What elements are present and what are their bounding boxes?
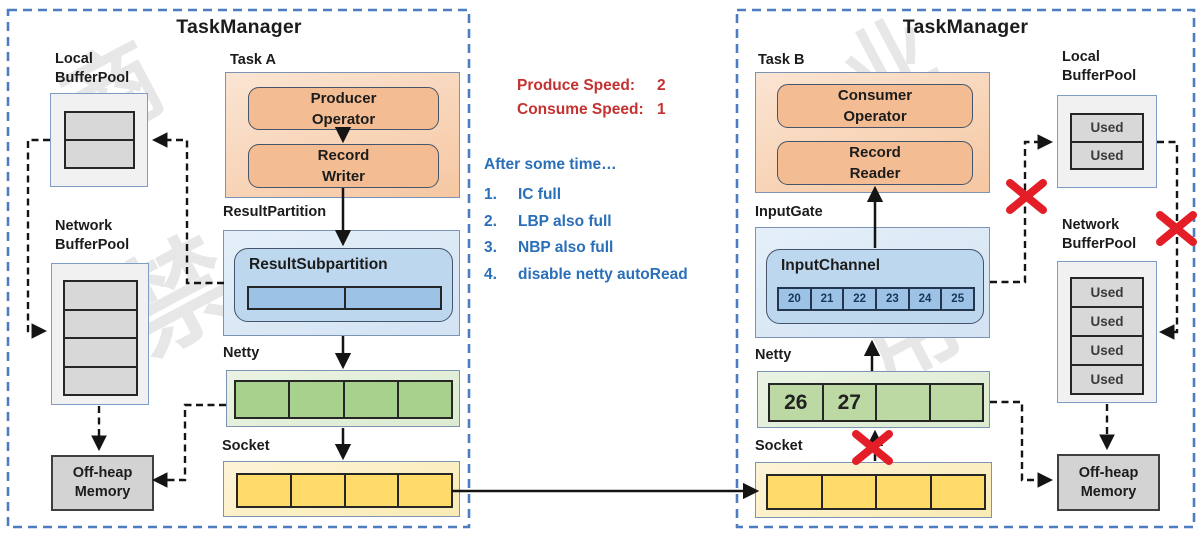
buffer-cell (820, 476, 875, 508)
buffer-cell: 21 (809, 287, 845, 311)
buffer-cell (65, 282, 136, 309)
right-task-b-box: Consumer Operator Record Reader (755, 72, 990, 193)
left-socket-box (223, 461, 460, 517)
right-taskmanager-title: TaskManager (902, 16, 1029, 38)
left-task-a-box: Producer Operator Record Writer (225, 72, 460, 198)
left-taskmanager-title: TaskManager (176, 16, 302, 38)
input-channel-title: InputChannel (781, 257, 881, 274)
note-item: 4. disable netty autoRead (484, 262, 688, 289)
note-text: IC full (518, 186, 562, 203)
buffer-cell: 22 (842, 287, 878, 311)
result-subpartition-box: ResultSubpartition (234, 248, 453, 322)
buffer-cell (236, 382, 289, 417)
right-network-bufferpool-box: Used Used Used Used (1057, 261, 1157, 403)
right-network-bufferpool-label: Network BufferPool (1062, 217, 1137, 252)
buffer-cell (768, 476, 821, 508)
consume-speed-value: 1 (657, 101, 666, 118)
result-partition-box: ResultSubpartition (223, 230, 460, 336)
note-text: disable netty autoRead (518, 265, 688, 283)
produce-speed-label: Produce Speed: (517, 77, 635, 94)
consumer-operator-box: Consumer Operator (777, 84, 973, 128)
buffer-cell (238, 475, 290, 506)
buffer-cell: Used (1072, 364, 1142, 393)
input-gate-label: InputGate (755, 204, 823, 220)
buffer-cell: 24 (907, 287, 943, 311)
left-netty-label: Netty (223, 345, 260, 361)
buffer-cell (343, 288, 440, 308)
left-task-a-label: Task A (230, 52, 276, 68)
buffer-cell: 27 (821, 385, 875, 420)
left-local-bufferpool-label: Local BufferPool (55, 51, 130, 86)
buffer-cell (875, 385, 929, 420)
note-text: LBP also full (518, 212, 612, 230)
buffer-cell: 23 (875, 287, 910, 311)
buffer-cell (249, 288, 344, 308)
result-partition-label: ResultPartition (223, 204, 327, 220)
right-local-bufferpool-box: Used Used (1057, 95, 1157, 188)
note-item: 3. NBP also full (484, 235, 688, 262)
record-writer-box: Record Writer (248, 144, 439, 188)
consume-speed-label: Consume Speed: (517, 101, 644, 118)
buffer-cell (289, 475, 344, 506)
note-number: 2. (484, 212, 497, 230)
buffer-cell: 25 (940, 287, 976, 311)
producer-operator-box: Producer Operator (248, 87, 439, 130)
notes-title: After some time… (484, 156, 617, 173)
note-number: 3. (484, 239, 497, 256)
speed-annotation: Produce Speed: 2 Consume Speed: 1 (517, 74, 666, 122)
produce-speed-value: 2 (657, 77, 666, 94)
buffer-cell (343, 475, 398, 506)
note-number: 1. (484, 186, 497, 203)
after-some-time-notes: After some time… 1. IC full 2. LBP also … (484, 156, 688, 288)
right-local-bufferpool-label: Local BufferPool (1062, 49, 1137, 84)
buffer-cell (342, 382, 397, 417)
buffer-cell: Used (1072, 115, 1142, 141)
left-offheap-memory-box: Off-heap Memory (51, 455, 154, 511)
buffer-cell (875, 476, 930, 508)
left-local-bufferpool-box (50, 93, 148, 187)
buffer-cell: Used (1072, 140, 1142, 168)
buffer-cell: Used (1072, 306, 1142, 335)
result-subpartition-title: ResultSubpartition (249, 256, 388, 273)
input-gate-box: InputChannel 20 21 22 23 24 25 (755, 227, 990, 338)
buffer-cell (928, 385, 982, 420)
note-text: NBP also full (518, 239, 614, 256)
buffer-cell: 20 (777, 287, 812, 311)
right-offheap-memory-box: Off-heap Memory (1057, 454, 1160, 511)
buffer-cell: 26 (770, 385, 822, 420)
buffer-cell (65, 337, 136, 366)
note-item: 1. IC full (484, 182, 688, 209)
record-reader-box: Record Reader (777, 141, 973, 185)
buffer-cell (65, 308, 136, 337)
left-socket-label: Socket (222, 438, 270, 454)
right-socket-label: Socket (755, 438, 803, 454)
buffer-cell (397, 475, 451, 506)
note-item: 2. LBP also full (484, 209, 688, 236)
right-netty-box: 26 27 (757, 371, 990, 428)
left-network-bufferpool-label: Network BufferPool (55, 218, 130, 253)
buffer-cell (66, 113, 133, 139)
buffer-cell (288, 382, 343, 417)
note-number: 4. (484, 265, 497, 283)
buffer-cell (396, 382, 451, 417)
right-netty-label: Netty (755, 347, 792, 363)
left-netty-box (226, 370, 460, 427)
input-channel-box: InputChannel 20 21 22 23 24 25 (766, 249, 984, 324)
buffer-cell: Used (1072, 279, 1142, 306)
right-task-b-label: Task B (758, 52, 805, 68)
buffer-cell (65, 365, 136, 394)
right-socket-box (755, 462, 992, 518)
buffer-cell: Used (1072, 335, 1142, 364)
buffer-cell (929, 476, 984, 508)
buffer-cell (66, 139, 133, 167)
left-network-bufferpool-box (51, 263, 149, 405)
